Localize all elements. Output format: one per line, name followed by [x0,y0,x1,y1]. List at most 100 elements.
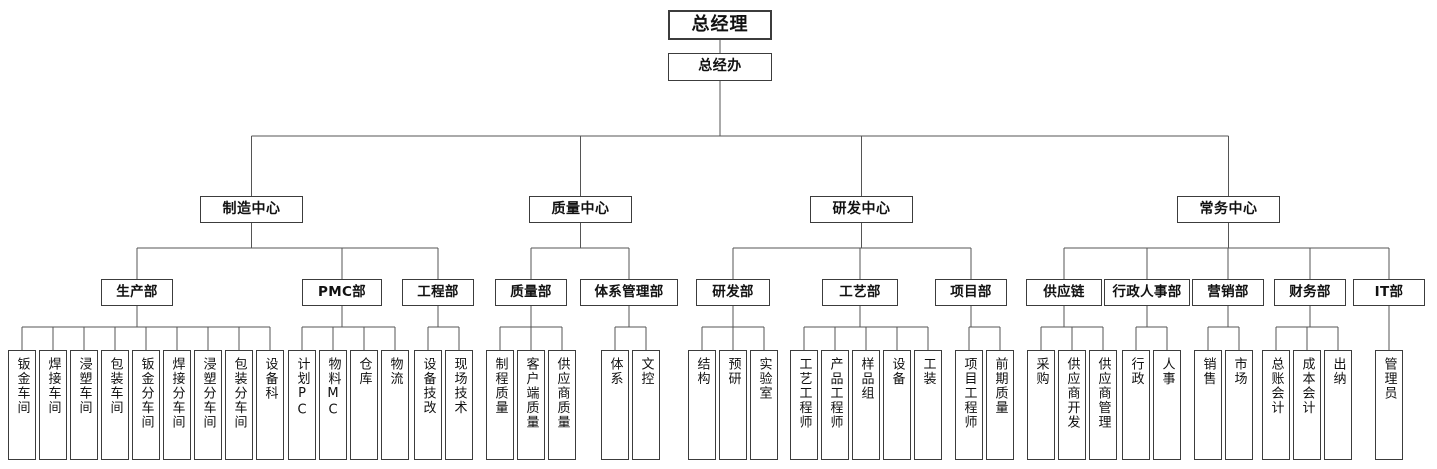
node-unit-7[interactable]: 包装分车间 [225,350,253,460]
node-label: 成本会计 [1299,357,1315,415]
node-department-12[interactable]: IT部 [1353,279,1425,306]
node-label: 设备科 [262,357,278,401]
node-department-7[interactable]: 项目部 [935,279,1007,306]
node-unit-15[interactable]: 制程质量 [486,350,514,460]
node-unit-0[interactable]: 钣金车间 [8,350,36,460]
node-unit-32[interactable]: 供应商管理 [1089,350,1117,460]
node-center-2[interactable]: 研发中心 [810,196,913,223]
node-label: 体系 [607,357,623,386]
node-label: 文控 [638,357,654,386]
node-label: 实验室 [756,357,772,401]
node-label: 工程部 [417,283,459,300]
node-department-0[interactable]: 生产部 [101,279,173,306]
node-label: IT部 [1374,283,1404,300]
node-unit-17[interactable]: 供应商质量 [548,350,576,460]
node-label: 财务部 [1289,283,1331,300]
node-label: 前期质量 [992,357,1008,415]
node-department-11[interactable]: 财务部 [1274,279,1346,306]
node-label: 钣金分车间 [138,357,154,430]
node-label: 工装 [920,357,936,386]
node-root-general-manager[interactable]: 总经理 [668,10,772,40]
node-unit-31[interactable]: 供应商开发 [1058,350,1086,460]
node-unit-27[interactable]: 工装 [914,350,942,460]
node-unit-39[interactable]: 出纳 [1324,350,1352,460]
node-unit-10[interactable]: 物料MC [319,350,347,460]
node-unit-22[interactable]: 实验室 [750,350,778,460]
node-label: 钣金车间 [14,357,30,415]
node-label: 物料MC [325,357,341,419]
node-label: 制造中心 [222,200,281,217]
node-department-10[interactable]: 营销部 [1192,279,1264,306]
node-unit-8[interactable]: 设备科 [256,350,284,460]
node-unit-16[interactable]: 客户端质量 [517,350,545,460]
node-department-5[interactable]: 研发部 [696,279,770,306]
node-center-0[interactable]: 制造中心 [200,196,303,223]
node-unit-11[interactable]: 仓库 [350,350,378,460]
node-unit-33[interactable]: 行政 [1122,350,1150,460]
node-unit-30[interactable]: 采购 [1027,350,1055,460]
node-label: 采购 [1033,357,1049,386]
node-unit-26[interactable]: 设备 [883,350,911,460]
node-unit-40[interactable]: 管理员 [1375,350,1403,460]
node-label: 研发中心 [832,200,891,217]
node-unit-37[interactable]: 总账会计 [1262,350,1290,460]
node-unit-13[interactable]: 设备技改 [414,350,442,460]
node-label: 质量中心 [551,200,610,217]
node-unit-18[interactable]: 体系 [601,350,629,460]
node-unit-3[interactable]: 包装车间 [101,350,129,460]
node-label: 预研 [725,357,741,386]
node-label: 浸塑分车间 [200,357,216,430]
node-unit-5[interactable]: 焊接分车间 [163,350,191,460]
node-label: 供应链 [1043,283,1085,300]
node-center-1[interactable]: 质量中心 [529,196,632,223]
node-unit-23[interactable]: 工艺工程师 [790,350,818,460]
node-label: 工艺部 [839,283,881,300]
node-label: 设备 [889,357,905,386]
node-unit-21[interactable]: 预研 [719,350,747,460]
node-department-4[interactable]: 体系管理部 [580,279,678,306]
node-unit-4[interactable]: 钣金分车间 [132,350,160,460]
node-unit-35[interactable]: 销售 [1194,350,1222,460]
node-department-2[interactable]: 工程部 [402,279,474,306]
node-label: 行政 [1128,357,1144,386]
node-label: 研发部 [712,283,754,300]
node-label: 总经办 [698,58,742,75]
node-unit-19[interactable]: 文控 [632,350,660,460]
node-unit-2[interactable]: 浸塑车间 [70,350,98,460]
node-center-3[interactable]: 常务中心 [1177,196,1280,223]
node-label: 销售 [1200,357,1216,386]
node-label: 现场技术 [451,357,467,415]
node-unit-14[interactable]: 现场技术 [445,350,473,460]
node-unit-38[interactable]: 成本会计 [1293,350,1321,460]
node-label: 项目工程师 [961,357,977,430]
node-label: 供应商开发 [1064,357,1080,430]
node-label: 管理员 [1381,357,1397,401]
node-unit-36[interactable]: 市场 [1225,350,1253,460]
node-label: 营销部 [1207,283,1249,300]
node-label: 样品组 [858,357,874,401]
node-label: 总账会计 [1268,357,1284,415]
node-label: 行政人事部 [1112,283,1182,300]
node-label: 包装车间 [107,357,123,415]
node-unit-12[interactable]: 物流 [381,350,409,460]
node-label: 生产部 [116,283,158,300]
node-label: 总经理 [691,13,749,35]
node-unit-20[interactable]: 结构 [688,350,716,460]
node-department-8[interactable]: 供应链 [1026,279,1102,306]
node-gm-office[interactable]: 总经办 [668,53,772,81]
node-unit-34[interactable]: 人事 [1153,350,1181,460]
node-label: 包装分车间 [231,357,247,430]
node-department-3[interactable]: 质量部 [495,279,567,306]
node-department-9[interactable]: 行政人事部 [1104,279,1190,306]
node-unit-24[interactable]: 产品工程师 [821,350,849,460]
node-department-6[interactable]: 工艺部 [822,279,898,306]
node-department-1[interactable]: PMC部 [302,279,382,306]
node-unit-29[interactable]: 前期质量 [986,350,1014,460]
node-label: 体系管理部 [594,283,664,300]
node-unit-25[interactable]: 样品组 [852,350,880,460]
node-unit-28[interactable]: 项目工程师 [955,350,983,460]
node-unit-6[interactable]: 浸塑分车间 [194,350,222,460]
node-unit-1[interactable]: 焊接车间 [39,350,67,460]
node-unit-9[interactable]: 计划PC [288,350,316,460]
node-label: 设备技改 [420,357,436,415]
